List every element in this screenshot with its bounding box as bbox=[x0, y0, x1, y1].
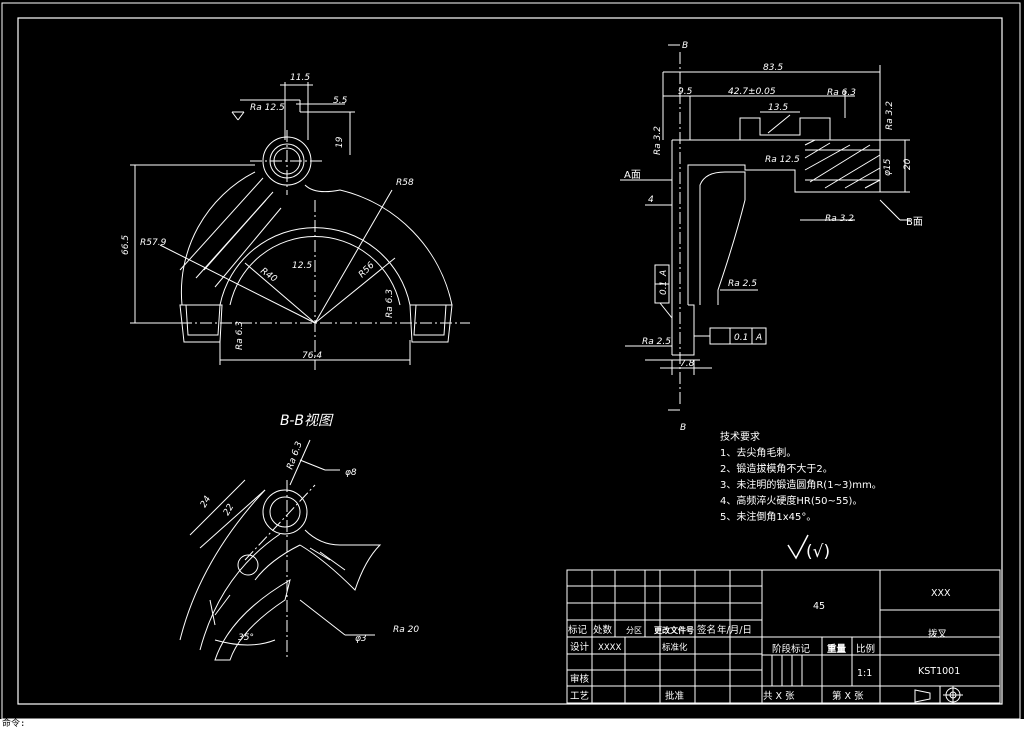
ra-12-5-side: Ra 12.5 bbox=[765, 155, 800, 165]
ra-6-3-left: Ra 6.3 bbox=[235, 321, 245, 350]
ra-2-5-right: Ra 2.5 bbox=[728, 279, 757, 289]
outer-border bbox=[1, 2, 1021, 720]
ra-3-2-far: Ra 3.2 bbox=[885, 101, 895, 130]
ra-12-5: Ra 12.5 bbox=[250, 103, 285, 113]
label-mark: 标记 bbox=[568, 624, 588, 636]
front-view-labels: 11.5 5.5 19 66.5 R57.9 R40 12.5 R58 R56 … bbox=[121, 73, 414, 361]
section-mark-top: B bbox=[682, 41, 688, 51]
label-review: 审核 bbox=[570, 673, 590, 685]
tech-requirements: 技术要求 1、去尖角毛刺。 2、锻造拔模角不大于2。 3、未注明的锻造圆角R(1… bbox=[720, 430, 882, 523]
general-roughness-symbol: (√) bbox=[787, 534, 830, 562]
title-block bbox=[566, 569, 1001, 704]
command-line[interactable]: 命令: bbox=[0, 719, 1024, 730]
dim-11-5: 11.5 bbox=[290, 73, 310, 83]
label-scale: 比例 bbox=[856, 643, 875, 655]
label-design: 设计 bbox=[570, 641, 590, 653]
dim-76-4: 76.4 bbox=[302, 351, 322, 361]
projection-symbol-icon bbox=[914, 686, 963, 703]
ra-6-3-top: Ra 6.3 bbox=[827, 88, 856, 98]
label-signature: 签名 bbox=[697, 624, 716, 636]
label-stage: 阶段标记 bbox=[772, 643, 811, 655]
tech-req-item: 3、未注明的锻造圆角R(1~3)mm。 bbox=[720, 478, 882, 491]
dim-5-5: 5.5 bbox=[333, 96, 348, 106]
section-view-labels: Ra 6.3 φ8 24 22 35° φ3 Ra 20 bbox=[199, 440, 419, 644]
dim-24: 24 bbox=[199, 494, 214, 509]
ra-20: Ra 20 bbox=[393, 625, 419, 635]
ra-3-2-bottom: Ra 3.2 bbox=[825, 214, 854, 224]
label-zone: 分区 bbox=[626, 626, 642, 635]
dim-83-5: 83.5 bbox=[763, 63, 783, 73]
tol-datum-bottom: A bbox=[755, 333, 762, 343]
label-approve: 批准 bbox=[665, 690, 685, 702]
tech-req-title: 技术要求 bbox=[720, 430, 760, 443]
dim-13-5: 13.5 bbox=[768, 103, 788, 113]
tol-datum-left: A bbox=[659, 270, 669, 277]
section-mark-bottom: B bbox=[680, 423, 686, 433]
dim-phi8: φ8 bbox=[345, 468, 357, 478]
front-view bbox=[130, 82, 470, 370]
dim-r57-9: R57.9 bbox=[140, 238, 167, 248]
dim-19: 19 bbox=[335, 136, 345, 148]
face-b-label: B面 bbox=[906, 217, 923, 228]
ra-6-3-section: Ra 6.3 bbox=[285, 440, 304, 471]
dim-35-deg: 35° bbox=[238, 633, 254, 643]
tech-req-item: 1、去尖角毛刺。 bbox=[720, 446, 796, 459]
part-name: 拨叉 bbox=[928, 628, 948, 640]
tol-0-1-bottom: 0.1 bbox=[734, 333, 748, 343]
dim-22: 22 bbox=[222, 502, 237, 517]
dim-20: 20 bbox=[903, 158, 913, 170]
scale-value: 1:1 bbox=[857, 668, 872, 679]
dim-4: 4 bbox=[648, 195, 654, 205]
label-weight: 重量 bbox=[827, 643, 847, 655]
tol-0-1-left: 0.1 bbox=[659, 281, 669, 295]
ra-6-3-right: Ra 6.3 bbox=[385, 289, 395, 318]
sheets-total: 共 X 张 bbox=[763, 691, 795, 702]
ra-3-2-left: Ra 3.2 bbox=[653, 126, 663, 155]
drawing-number: KST1001 bbox=[918, 666, 960, 677]
side-view-labels: 83.5 9.5 42.7±0.05 13.5 Ra 6.3 Ra 3.2 Ra… bbox=[624, 41, 923, 433]
label-date: 年/月/日 bbox=[717, 624, 752, 636]
ra-2-5-left: Ra 2.5 bbox=[642, 337, 671, 347]
label-process: 工艺 bbox=[570, 691, 589, 702]
dim-12-5: 12.5 bbox=[292, 261, 312, 271]
face-a-label: A面 bbox=[624, 170, 641, 181]
tech-req-item: 4、高频淬火硬度HR(50~55)。 bbox=[720, 494, 862, 507]
dim-phi3: φ3 bbox=[355, 634, 367, 644]
title-block-text: 45 XXX 拨叉 KST1001 标记 处数 分区 更改文件号 签名 年/月/… bbox=[568, 588, 960, 702]
dim-r40: R40 bbox=[258, 266, 278, 285]
designer: XXXX bbox=[598, 643, 621, 653]
tech-req-item: 2、锻造拔模角不大于2。 bbox=[720, 462, 833, 475]
roughness-bracket: (√) bbox=[806, 542, 830, 562]
inner-border bbox=[17, 17, 1003, 705]
dim-42-7: 42.7±0.05 bbox=[728, 87, 776, 97]
tech-req-item: 5、未注倒角1x45°。 bbox=[720, 510, 816, 523]
label-count: 处数 bbox=[593, 624, 613, 636]
dim-66-5: 66.5 bbox=[121, 235, 131, 255]
material: 45 bbox=[813, 601, 825, 612]
dim-9-5: 9.5 bbox=[678, 87, 693, 97]
dim-phi15: φ15 bbox=[883, 158, 893, 176]
section-view-title: B-B视图 bbox=[280, 413, 334, 429]
company: XXX bbox=[931, 588, 951, 599]
dim-7-8: 7.8 bbox=[680, 359, 695, 369]
dim-r58: R58 bbox=[396, 178, 414, 188]
section-view bbox=[179, 439, 382, 661]
dim-r56: R56 bbox=[357, 260, 377, 280]
side-view bbox=[620, 44, 910, 411]
label-change-doc: 更改文件号 bbox=[654, 625, 694, 635]
sheet-number: 第 X 张 bbox=[832, 690, 864, 702]
label-standardize: 标准化 bbox=[662, 642, 688, 653]
